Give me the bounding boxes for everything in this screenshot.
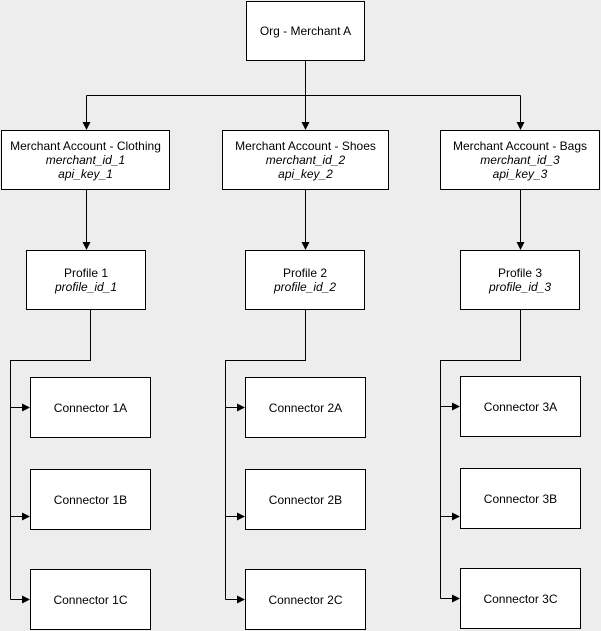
- merchant-title: Merchant Account - Clothing: [10, 139, 161, 153]
- connector-node-1c: Connector 1C: [30, 569, 151, 630]
- connector-label: Connector 2C: [268, 592, 343, 607]
- profile-title: Profile 3: [497, 266, 543, 280]
- profile-id: profile_id_3: [488, 280, 552, 294]
- merchant-id: merchant_id_1: [45, 153, 126, 167]
- profile-id: profile_id_1: [54, 280, 118, 294]
- org-node: Org - Merchant A: [246, 1, 365, 61]
- profile-node-3: Profile 3 profile_id_3: [460, 250, 580, 310]
- connector-node-2a: Connector 2A: [245, 377, 366, 438]
- connector-node-3a: Connector 3A: [460, 376, 581, 437]
- connector-label: Connector 1B: [53, 492, 128, 507]
- connector-node-3b: Connector 3B: [460, 468, 581, 529]
- api-key: api_key_1: [58, 167, 113, 181]
- connector-node-2b: Connector 2B: [245, 469, 366, 530]
- api-key: api_key_3: [492, 167, 548, 181]
- connector-node-2c: Connector 2C: [245, 569, 366, 630]
- merchant-id: merchant_id_3: [480, 153, 560, 167]
- merchant-node-bags: Merchant Account - Bags merchant_id_3 ap…: [440, 130, 600, 190]
- connector-node-1a: Connector 1A: [30, 377, 151, 438]
- connector-label: Connector 3B: [483, 491, 558, 506]
- connector-label: Connector 3A: [483, 399, 558, 414]
- merchant-title: Merchant Account - Shoes: [235, 139, 376, 153]
- profile-node-2: Profile 2 profile_id_2: [245, 250, 365, 310]
- connector-node-1b: Connector 1B: [30, 469, 151, 530]
- merchant-id: merchant_id_2: [265, 153, 346, 167]
- connector-label: Connector 2A: [268, 400, 343, 415]
- org-title: Org - Merchant A: [259, 24, 352, 38]
- connector-label: Connector 1C: [53, 592, 128, 607]
- connector-label: Connector 1A: [53, 400, 128, 415]
- profile-3-bus-line: [440, 310, 521, 599]
- merchant-title: Merchant Account - Bags: [452, 139, 588, 153]
- profile-id: profile_id_2: [273, 280, 337, 294]
- profile-2-bus-line: [225, 310, 306, 600]
- profile-title: Profile 1: [63, 266, 109, 280]
- merchant-node-shoes: Merchant Account - Shoes merchant_id_2 a…: [222, 130, 389, 190]
- profile-node-1: Profile 1 profile_id_1: [26, 250, 146, 310]
- connector-label: Connector 3C: [483, 591, 558, 606]
- profile-1-bus-line: [10, 310, 91, 600]
- merchant-node-clothing: Merchant Account - Clothing merchant_id_…: [1, 130, 170, 190]
- profile-title: Profile 2: [282, 266, 328, 280]
- api-key: api_key_2: [278, 167, 333, 181]
- connector-node-3c: Connector 3C: [460, 568, 581, 629]
- connector-label: Connector 2B: [268, 492, 343, 507]
